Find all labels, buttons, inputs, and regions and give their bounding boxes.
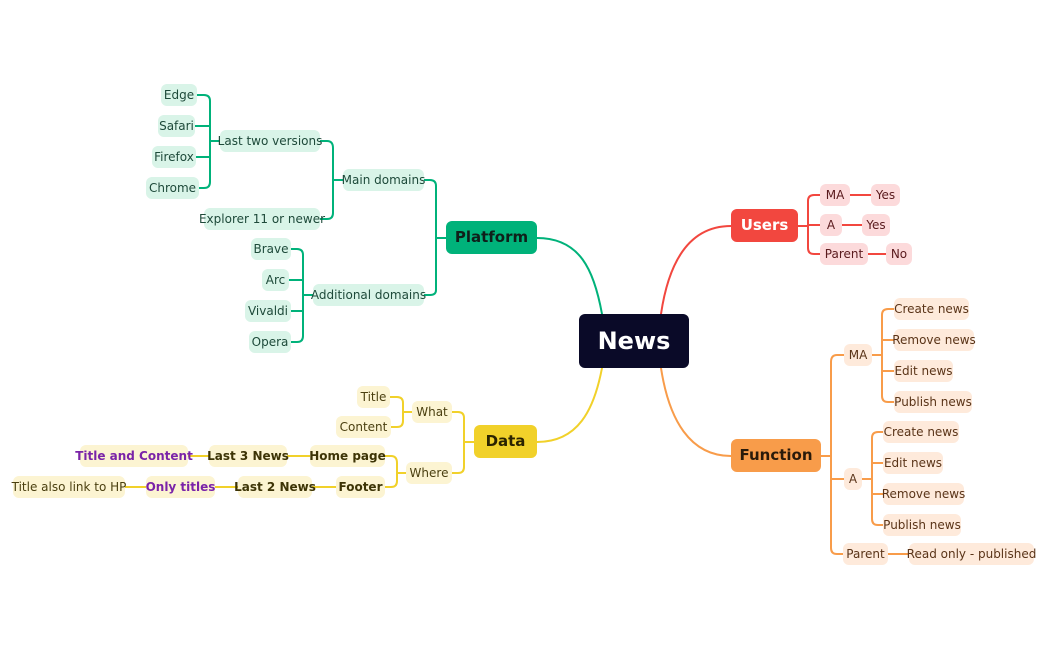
topic-user-parent[interactable]: Parent: [820, 243, 868, 265]
connector-users: [660, 225, 732, 315]
topic-user-parent-value[interactable]: No: [886, 243, 912, 265]
topic-explorer[interactable]: Explorer 11 or newer: [199, 208, 325, 230]
topic-ma-publish-news[interactable]: Publish news: [894, 391, 972, 413]
topic-footer-link-note[interactable]: Title also link to HP: [12, 476, 126, 498]
topic-parent-read-only[interactable]: Read only - published: [907, 543, 1036, 565]
topic-browser-chrome[interactable]: Chrome: [146, 177, 199, 199]
topic-what-content[interactable]: Content: [336, 416, 391, 438]
connector-platform: [536, 237, 603, 315]
topic-browser-arc[interactable]: Arc: [262, 269, 289, 291]
topic-browser-vivaldi[interactable]: Vivaldi: [245, 300, 291, 322]
topic-user-ma-value[interactable]: Yes: [871, 184, 900, 206]
topic-function-parent[interactable]: Parent: [843, 543, 888, 565]
topic-main-domains[interactable]: Main domains: [342, 169, 425, 191]
topic-data-what[interactable]: What: [412, 401, 452, 423]
topic-where-home-page[interactable]: Home page: [309, 445, 386, 467]
branch-users[interactable]: Users: [731, 209, 798, 242]
topic-footer-last-2-news[interactable]: Last 2 News: [234, 476, 316, 498]
topic-user-a-value[interactable]: Yes: [862, 214, 890, 236]
topic-a-publish-news[interactable]: Publish news: [883, 514, 961, 536]
topic-last-two-versions[interactable]: Last two versions: [218, 130, 322, 152]
topic-home-title-and-content[interactable]: Title and Content: [75, 445, 193, 467]
topic-additional-domains[interactable]: Additional domains: [311, 284, 426, 306]
topic-browser-safari[interactable]: Safari: [158, 115, 195, 137]
connector-data: [536, 367, 603, 443]
topic-browser-firefox[interactable]: Firefox: [152, 146, 196, 168]
topic-a-create-news[interactable]: Create news: [883, 421, 959, 443]
topic-data-where[interactable]: Where: [406, 462, 452, 484]
topic-a-remove-news[interactable]: Remove news: [882, 483, 965, 505]
branch-function[interactable]: Function: [731, 439, 821, 472]
branch-platform[interactable]: Platform: [446, 221, 537, 254]
topic-user-ma[interactable]: MA: [820, 184, 850, 206]
topic-browser-edge[interactable]: Edge: [161, 84, 197, 106]
central-topic[interactable]: News: [579, 314, 689, 368]
connector-function: [660, 367, 732, 457]
topic-browser-brave[interactable]: Brave: [251, 238, 291, 260]
topic-user-a[interactable]: A: [820, 214, 842, 236]
topic-ma-create-news[interactable]: Create news: [894, 298, 969, 320]
topic-ma-remove-news[interactable]: Remove news: [892, 329, 976, 351]
topic-function-ma[interactable]: MA: [844, 344, 872, 366]
topic-home-last-3-news[interactable]: Last 3 News: [207, 445, 289, 467]
branch-data[interactable]: Data: [474, 425, 537, 458]
topic-where-footer[interactable]: Footer: [336, 476, 385, 498]
topic-footer-only-titles[interactable]: Only titles: [146, 476, 215, 498]
topic-a-edit-news[interactable]: Edit news: [883, 452, 943, 474]
topic-what-title[interactable]: Title: [357, 386, 390, 408]
topic-ma-edit-news[interactable]: Edit news: [894, 360, 953, 382]
topic-browser-opera[interactable]: Opera: [249, 331, 291, 353]
topic-function-a[interactable]: A: [844, 468, 862, 490]
